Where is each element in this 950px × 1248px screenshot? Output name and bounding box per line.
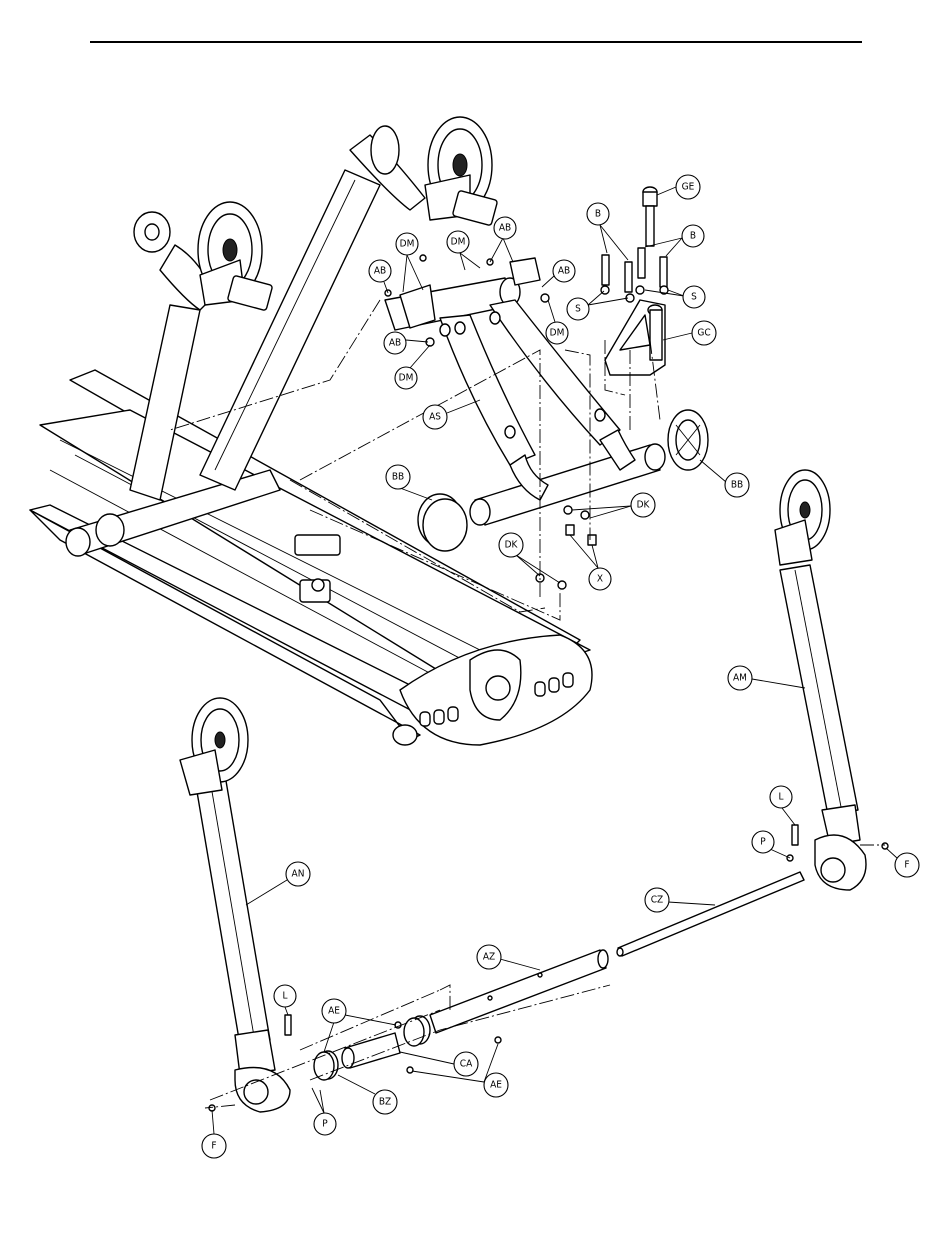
- callout-dm3: DM: [546, 300, 568, 344]
- left-leg-an: [180, 698, 291, 1112]
- callout-f2: F: [202, 1110, 226, 1158]
- svg-text:CA: CA: [460, 1059, 473, 1070]
- callout-ab4: AB: [384, 332, 428, 354]
- svg-text:BB: BB: [731, 480, 743, 491]
- svg-text:GE: GE: [682, 182, 695, 193]
- callout-ge: GE: [657, 175, 700, 199]
- callout-bb2: BB: [700, 460, 749, 497]
- caster-wheel-right: [425, 117, 498, 226]
- callout-dm1: DM: [396, 233, 423, 292]
- callout-l2: L: [274, 985, 296, 1015]
- end-cap-bb-right: [668, 410, 708, 470]
- svg-text:L: L: [778, 792, 783, 803]
- callout-p2: P: [312, 1088, 336, 1135]
- svg-text:DM: DM: [400, 239, 415, 250]
- axle-cz: [617, 872, 804, 956]
- callout-cz: CZ: [645, 888, 715, 912]
- svg-text:DM: DM: [399, 373, 414, 384]
- svg-text:P: P: [322, 1119, 328, 1130]
- svg-text:X: X: [597, 574, 603, 585]
- callout-l1: L: [770, 786, 795, 825]
- svg-text:F: F: [211, 1141, 216, 1152]
- svg-text:BB: BB: [392, 472, 404, 483]
- callout-as: AS: [423, 400, 480, 429]
- svg-text:B: B: [595, 209, 601, 220]
- svg-text:DM: DM: [550, 328, 565, 339]
- svg-text:DK: DK: [637, 500, 651, 511]
- callout-dk2: DK: [499, 533, 560, 583]
- callout-ab3: AB: [542, 260, 575, 287]
- tube-az: [430, 950, 608, 1033]
- bolts-b: [602, 248, 667, 292]
- svg-text:AB: AB: [389, 338, 401, 349]
- svg-text:AS: AS: [429, 412, 441, 423]
- svg-text:GC: GC: [697, 328, 710, 339]
- svg-text:F: F: [904, 860, 909, 871]
- callout-p1: P: [752, 831, 790, 858]
- callout-ab1: AB: [369, 260, 391, 293]
- svg-text:DM: DM: [451, 237, 466, 248]
- svg-text:AM: AM: [733, 673, 747, 684]
- svg-text:P: P: [760, 837, 766, 848]
- caster-wheel-left: [198, 202, 273, 311]
- svg-text:AN: AN: [292, 869, 305, 880]
- svg-text:AB: AB: [558, 266, 570, 277]
- callout-ab2: AB: [490, 217, 516, 262]
- callout-am: AM: [728, 666, 805, 690]
- pin-ge: [643, 187, 657, 246]
- svg-text:S: S: [575, 304, 581, 315]
- svg-text:AB: AB: [499, 223, 511, 234]
- callout-s1: S: [567, 291, 628, 320]
- callout-az: AZ: [477, 945, 540, 970]
- svg-text:L: L: [282, 991, 287, 1002]
- svg-text:DK: DK: [505, 540, 519, 551]
- svg-text:AE: AE: [328, 1006, 340, 1017]
- right-leg-am: [775, 470, 888, 890]
- end-cap-bb-left: [418, 494, 467, 551]
- callout-b1: B: [587, 203, 628, 260]
- svg-text:BZ: BZ: [379, 1097, 391, 1108]
- svg-text:CZ: CZ: [651, 895, 663, 906]
- callout-bb1: BB: [386, 465, 432, 500]
- bracket-gc: [605, 300, 665, 375]
- callout-an: AN: [246, 862, 310, 905]
- svg-text:AE: AE: [490, 1080, 502, 1091]
- callout-dm2: DM: [447, 231, 480, 270]
- callout-bz: BZ: [338, 1075, 397, 1114]
- svg-text:AZ: AZ: [483, 952, 495, 963]
- svg-text:B: B: [690, 231, 696, 242]
- svg-text:AB: AB: [374, 266, 386, 277]
- u-handle-assembly: [385, 258, 665, 525]
- callout-f1: F: [886, 848, 919, 877]
- svg-text:S: S: [691, 292, 697, 303]
- callout-gc: GC: [663, 321, 716, 345]
